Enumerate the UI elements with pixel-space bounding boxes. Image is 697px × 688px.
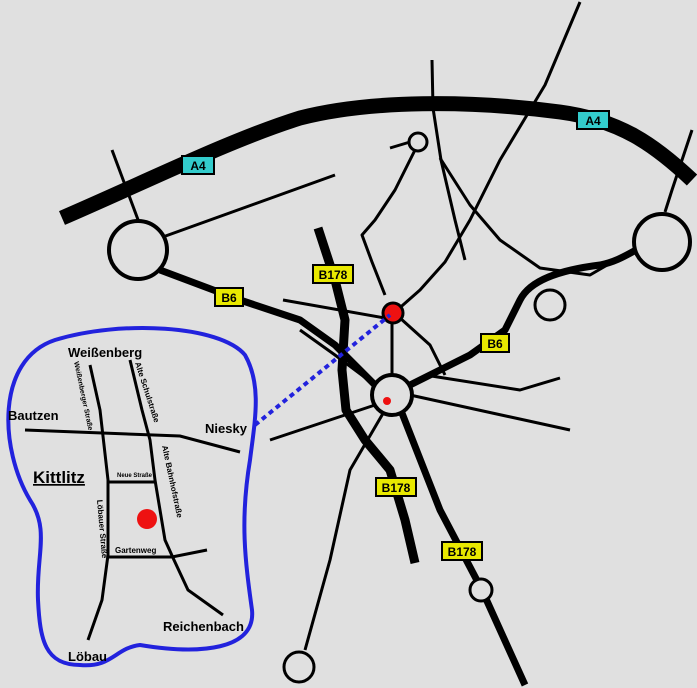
kittlitz-inset: Weißenberg Bautzen Niesky Reichenbach Lö…	[6, 326, 258, 668]
road-north-centre	[360, 139, 422, 296]
roundabout-southwest	[282, 650, 316, 684]
inset-outline	[6, 326, 258, 668]
label-reichenbach: Reichenbach	[163, 619, 244, 634]
road-nw-1	[110, 149, 142, 226]
road-nw-2	[159, 173, 336, 240]
label-niesky: Niesky	[205, 421, 248, 436]
a4-motorway	[59, 96, 697, 225]
roundabout-east	[632, 212, 692, 272]
street-label-neue-strasse: Neue Straße	[117, 473, 153, 479]
b6-road	[158, 246, 638, 389]
svg-text:B178: B178	[448, 545, 477, 559]
road-red-link-2	[398, 316, 447, 376]
shield-b6-right: B6	[480, 333, 510, 353]
road-to-right-ring	[438, 157, 634, 277]
kittlitz-location-marker	[381, 301, 405, 325]
road-ne-stub	[663, 129, 694, 213]
street-label-gartenweg: Gartenweg	[115, 546, 156, 555]
shield-b178-top: B178	[312, 264, 354, 284]
street-bautzen-niesky	[24, 428, 241, 454]
road-centre-southeast	[424, 373, 561, 392]
road-diagonal-ne	[394, 1, 582, 314]
inset-streets	[24, 359, 241, 641]
inset-connector-line	[253, 313, 392, 427]
roundabout-west	[107, 219, 169, 281]
roundabout-centre	[370, 373, 414, 417]
roundabouts	[107, 131, 692, 684]
roundabout-south	[468, 577, 494, 603]
shield-b178-middle: B178	[375, 477, 417, 497]
shield-a4-left: A4	[181, 155, 215, 175]
road-centre-west	[269, 403, 376, 442]
kittlitz-inset-marker	[137, 509, 157, 529]
street-alte-schulstrasse	[128, 359, 224, 617]
street-weissenberger	[86, 364, 110, 641]
road-centre-east	[409, 393, 571, 432]
label-loebau: Löbau	[68, 649, 107, 664]
road-small-ring-link	[389, 140, 411, 150]
road-shields: A4 A4 B178 B178 B178 B6 B6	[181, 110, 610, 561]
roundabout-east-small	[533, 288, 567, 322]
svg-text:A4: A4	[190, 159, 206, 173]
svg-text:B178: B178	[319, 268, 348, 282]
b178-road	[313, 226, 420, 565]
svg-text:A4: A4	[585, 114, 601, 128]
shield-b6-left: B6	[214, 287, 244, 307]
shield-a4-right: A4	[576, 110, 610, 130]
road-left-centre	[282, 298, 386, 320]
svg-text:B6: B6	[221, 291, 237, 305]
roundabout-north-small	[407, 131, 429, 153]
svg-text:B6: B6	[487, 337, 503, 351]
street-gartenweg	[108, 548, 208, 559]
road-network	[59, 1, 697, 687]
label-bautzen: Bautzen	[8, 408, 59, 423]
shield-b178-bottom: B178	[441, 541, 483, 561]
centre-small-marker	[383, 397, 391, 405]
label-weissenberg: Weißenberg	[68, 345, 142, 360]
svg-text:B178: B178	[382, 481, 411, 495]
inset-town-title: Kittlitz	[33, 468, 85, 487]
